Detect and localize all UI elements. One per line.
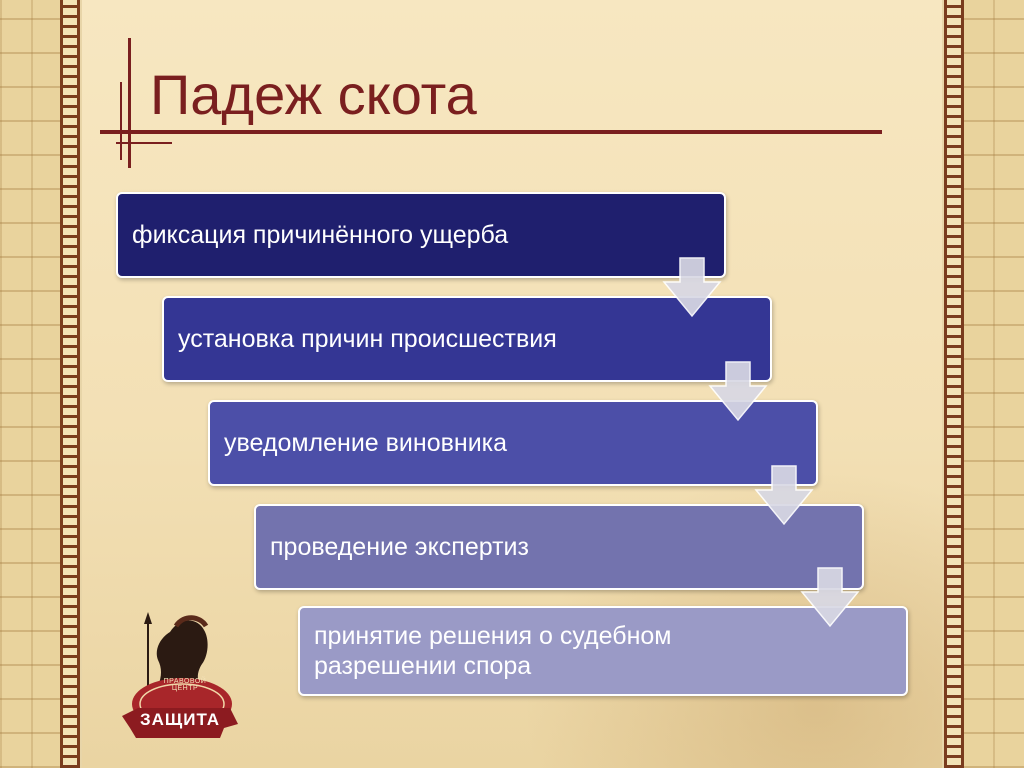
title-ornament-horizontal [116, 142, 172, 144]
step-2-box: установка причин происшествия [162, 296, 772, 382]
step-3-label: уведомление виновника [224, 429, 508, 457]
step-2-label: установка причин происшествия [178, 325, 557, 353]
step-4-box: проведение экспертиз [254, 504, 864, 590]
logo-ribbon-text: ЗАЩИТА [139, 710, 221, 729]
step-4-label: проведение экспертиз [270, 533, 529, 561]
down-arrow-icon [662, 256, 722, 318]
slide-title: Падеж скота [150, 63, 477, 126]
warrior-helmet-icon [122, 612, 238, 738]
step-1-label: фиксация причинённого ущерба [132, 221, 509, 249]
step-1-box: фиксация причинённого ущерба [116, 192, 726, 278]
title-ornament-vertical-2 [120, 82, 122, 160]
title-ornament-vertical-1 [128, 38, 131, 168]
down-arrow-icon [754, 464, 814, 526]
step-5-label: принятие решения о судебном разрешении с… [314, 622, 672, 680]
step-3-box: уведомление виновника [208, 400, 818, 486]
logo: ПРАВОВОЙ ЦЕНТР ЗАЩИТА [118, 612, 240, 742]
left-brick-border [0, 0, 62, 768]
step-5-box: принятие решения о судебном разрешении с… [298, 606, 908, 696]
left-greek-key-border [60, 0, 80, 768]
logo-arc-text: ПРАВОВОЙ ЦЕНТР [163, 678, 207, 692]
down-arrow-icon [800, 566, 860, 628]
down-arrow-icon [708, 360, 768, 422]
title-underline [100, 130, 882, 134]
right-brick-border [962, 0, 1024, 768]
right-greek-key-border [944, 0, 964, 768]
